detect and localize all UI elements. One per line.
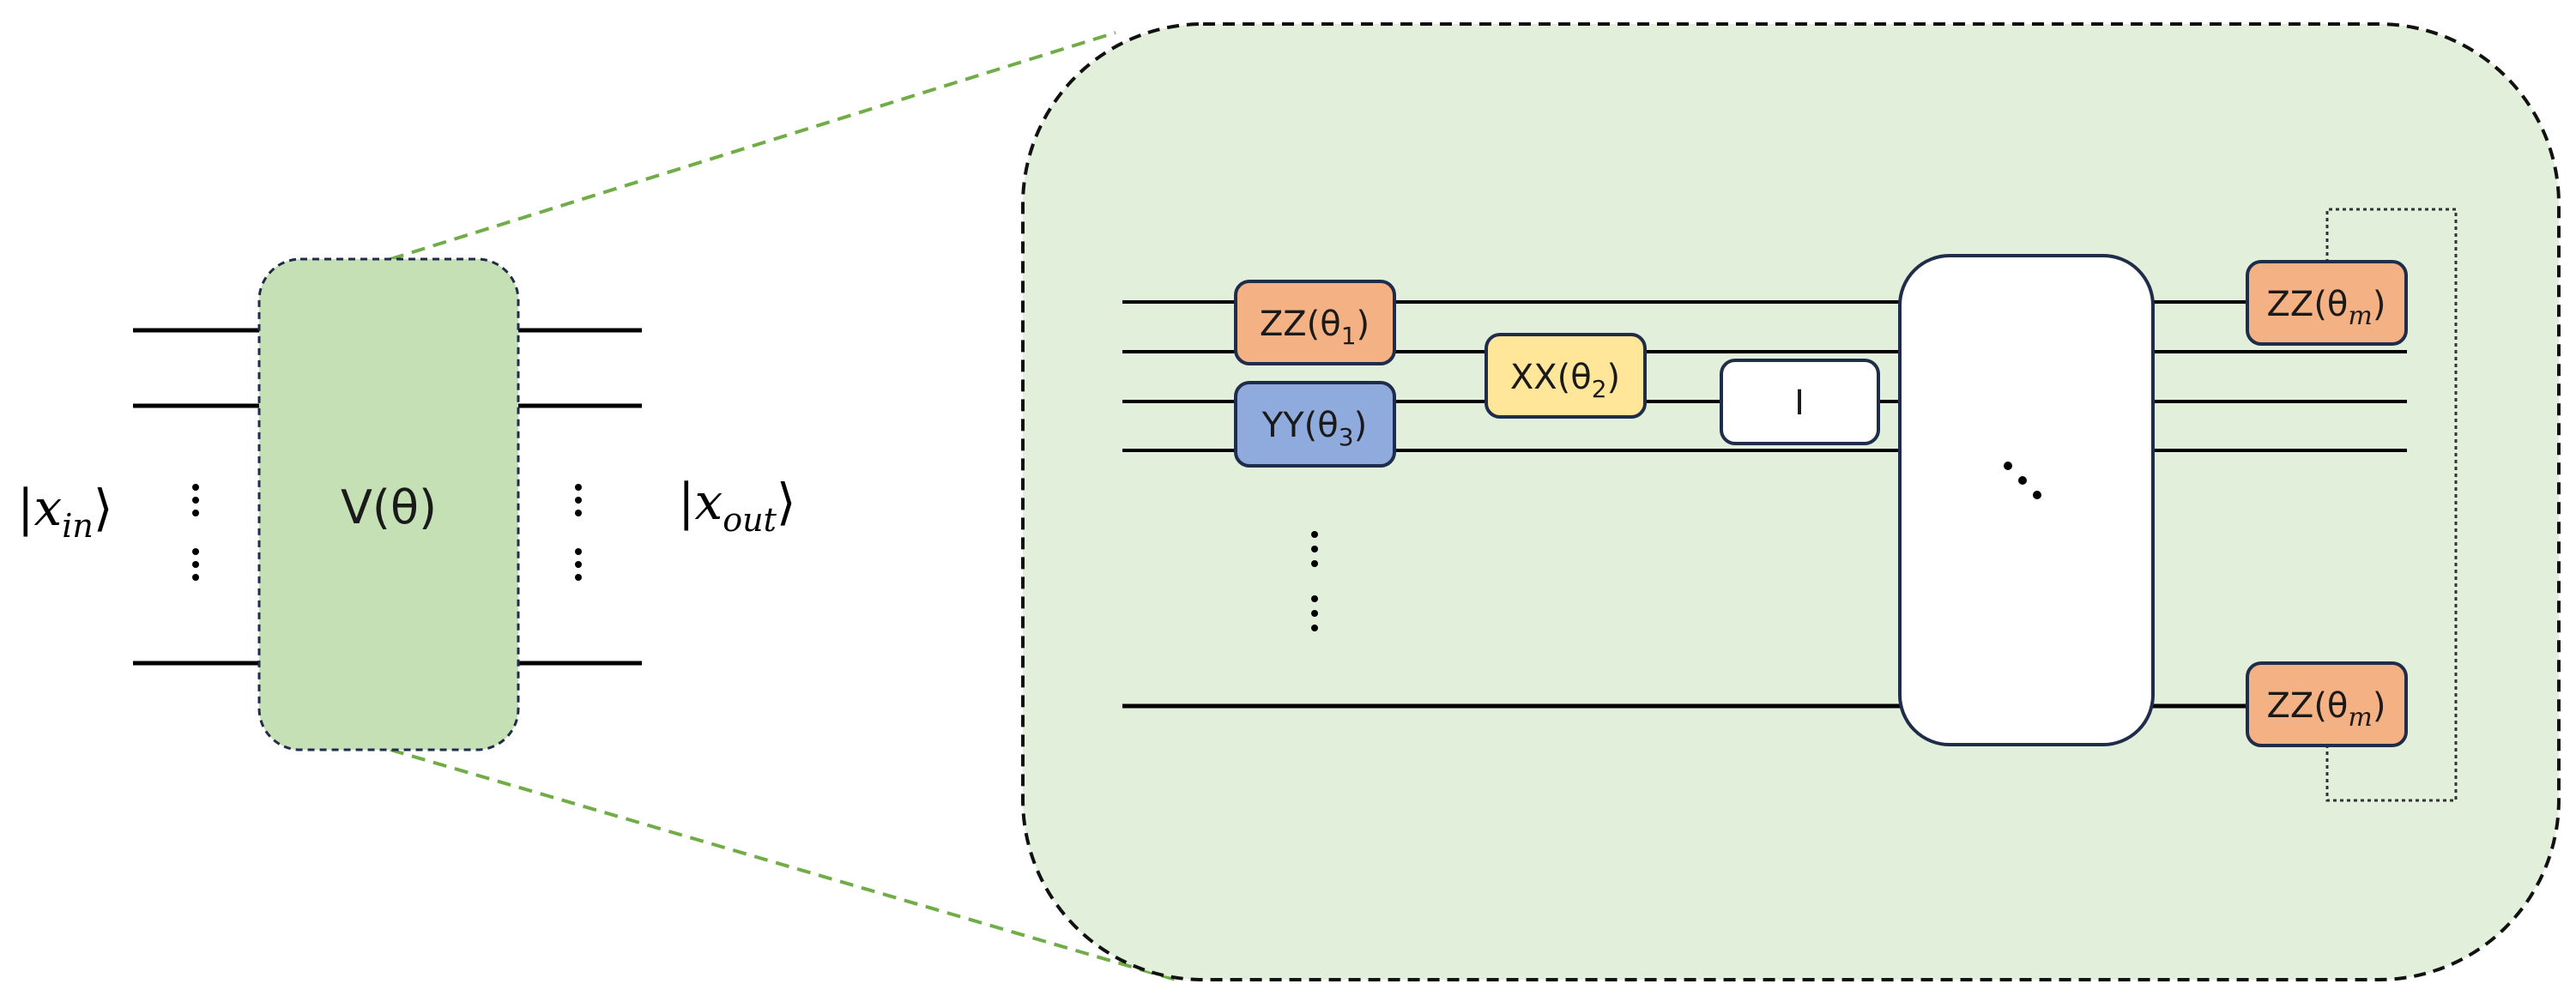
expanded-circuit: ZZ(θ1) YY(θ3) XX(θ2) I ZZ(θm) ZZ(θm) — [1122, 208, 2458, 802]
left-circuit: V(θ) |xin⟩ |xout⟩ — [17, 257, 796, 752]
zz-thetam-top-label: ZZ(θm) — [2267, 285, 2386, 331]
zz-thetam-bottom-gate — [2246, 661, 2408, 747]
output-state-label: |xout⟩ — [678, 473, 796, 539]
v-theta-block — [257, 257, 520, 752]
vertical-dots-left — [192, 484, 199, 581]
input-state-label: |xin⟩ — [17, 479, 113, 545]
zz-theta1-gate — [1234, 280, 1396, 365]
zoom-panel — [1021, 22, 2561, 981]
ellipsis-block — [1898, 254, 2155, 746]
xx-theta2-gate — [1485, 333, 1647, 419]
identity-label: I — [1794, 383, 1805, 423]
zz-thetam-top-gate — [2246, 260, 2408, 346]
dotted-loop — [2325, 208, 2458, 802]
zz-theta1-label: ZZ(θ1) — [1260, 305, 1370, 350]
zz-thetam-bottom-label: ZZ(θm) — [2267, 686, 2386, 733]
diagonal-dots — [2004, 462, 2041, 499]
zoom-connector-bottom — [390, 748, 1176, 981]
zoom-connector-top — [390, 31, 1116, 261]
yy-theta3-label: YY(θ3) — [1261, 406, 1367, 451]
v-theta-label: V(θ) — [341, 480, 437, 534]
vertical-dots-right — [575, 484, 582, 581]
yy-theta3-gate — [1234, 381, 1396, 468]
identity-gate — [1720, 359, 1880, 445]
xx-theta2-label: XX(θ2) — [1510, 358, 1620, 403]
vertical-dots-center — [1311, 531, 1318, 631]
